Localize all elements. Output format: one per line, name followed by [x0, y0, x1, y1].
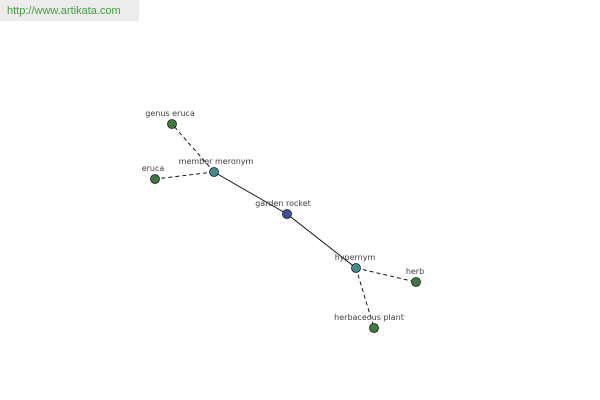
node-genus-eruca[interactable] — [167, 119, 177, 129]
node-label-herb: herb — [406, 267, 424, 276]
node-member-meronym[interactable] — [209, 167, 219, 177]
node-herbaceous-plant[interactable] — [369, 323, 379, 333]
node-eruca[interactable] — [150, 174, 160, 184]
node-label-eruca: eruca — [142, 164, 165, 173]
edge-member-meronym-to-eruca — [154, 171, 215, 180]
edge-hypernym-to-herb — [355, 267, 417, 283]
node-label-member-meronym: member meronym — [179, 157, 254, 166]
edge-hypernym-to-herbaceous-plant — [355, 267, 375, 329]
edges-layer — [154, 123, 417, 329]
node-label-herbaceous-plant: herbaceous plant — [334, 313, 404, 322]
node-label-genus-eruca: genus eruca — [145, 109, 195, 118]
node-label-hypernym: hypernym — [335, 253, 376, 262]
node-hypernym[interactable] — [351, 263, 361, 273]
edge-member-meronym-to-genus-eruca — [171, 123, 215, 173]
nodes-layer — [150, 119, 421, 333]
node-herb[interactable] — [411, 277, 421, 287]
node-garden-rocket[interactable] — [282, 209, 292, 219]
node-label-garden-rocket: garden rocket — [255, 199, 311, 208]
edge-garden-rocket-to-hypernym — [286, 213, 357, 269]
watermark-url: http://www.artikata.com — [0, 0, 139, 21]
labels-layer: garden rocket member meronym hypernym genus… — [142, 109, 424, 322]
edge-garden-rocket-to-member-meronym — [213, 171, 288, 215]
